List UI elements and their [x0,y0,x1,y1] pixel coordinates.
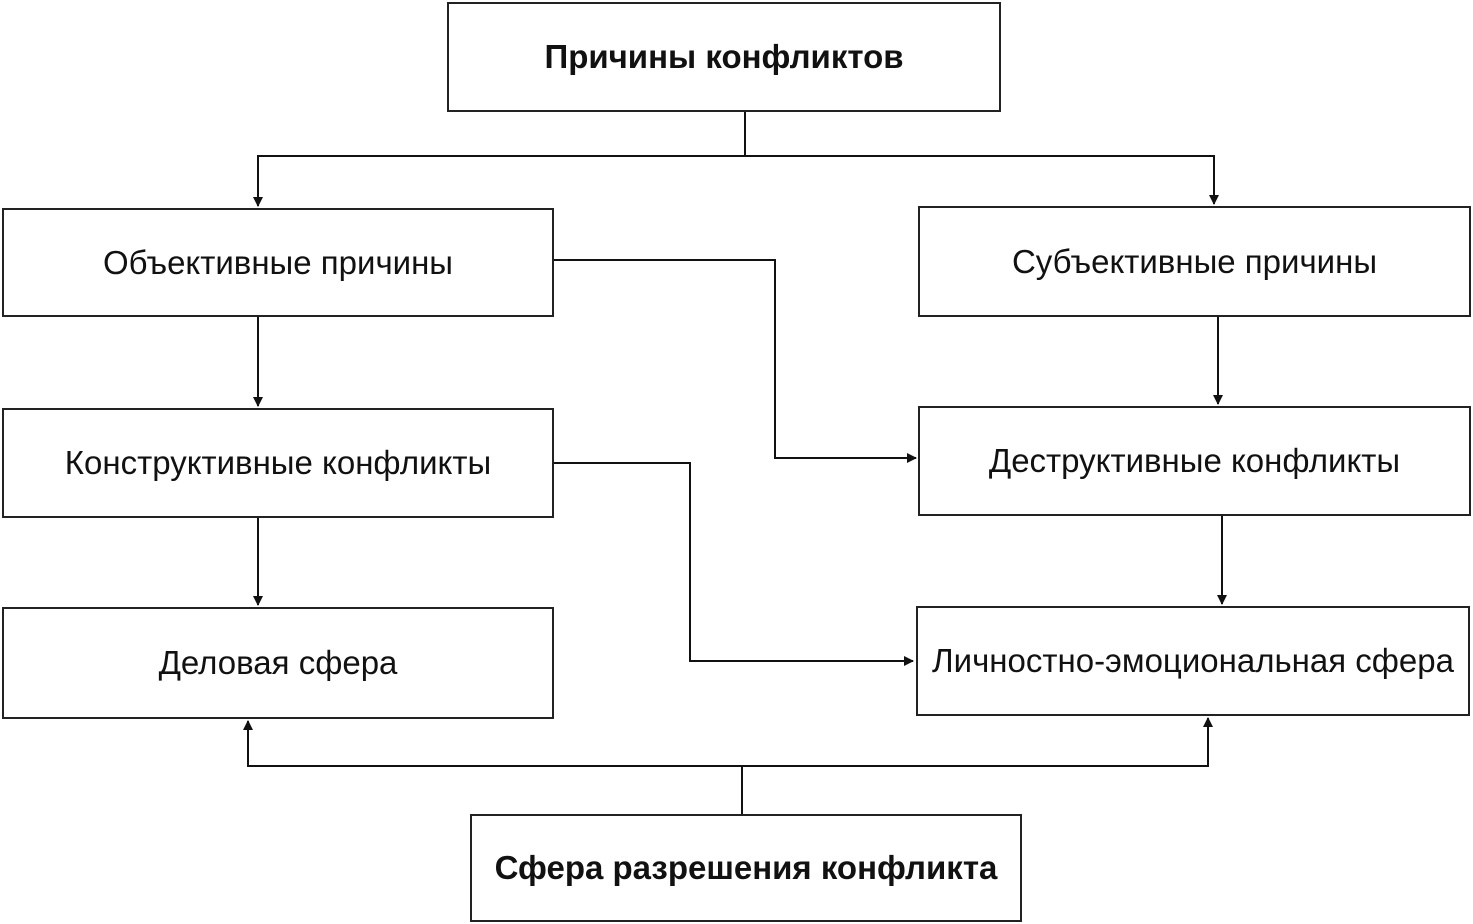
node-subjective-causes: Субъективные причины [918,206,1471,317]
node-label: Личностно-эмоциональная сфера [932,642,1454,680]
node-business-sphere: Деловая сфера [2,607,554,719]
node-label: Деловая сфера [158,644,398,682]
edge-root-subjective [745,155,1219,205]
node-constructive-conflicts: Конструктивные конфликты [2,408,554,518]
node-label: Причины конфликтов [544,38,904,76]
node-destructive-conflicts: Деструктивные конфликты [918,406,1471,516]
edge-root-objective [253,112,746,207]
node-label: Конструктивные конфликты [64,444,492,482]
node-personal-emotional-sphere: Личностно-эмоциональная сфера [916,606,1470,716]
node-resolution-sphere: Сфера разрешения конфликта [470,814,1022,922]
node-label: Объективные причины [102,243,454,281]
node-conflict-causes: Причины конфликтов [447,2,1001,112]
edge-objective-destructive [554,259,917,463]
node-objective-causes: Объективные причины [2,208,554,317]
edge-resolution-business [243,720,743,814]
edge-constructive-personal [554,462,914,666]
edge-resolution-personal [742,717,1213,767]
node-label: Субъективные причины [1011,242,1378,280]
node-label: Деструктивные конфликты [988,442,1401,480]
node-label: Сфера разрешения конфликта [494,849,998,887]
